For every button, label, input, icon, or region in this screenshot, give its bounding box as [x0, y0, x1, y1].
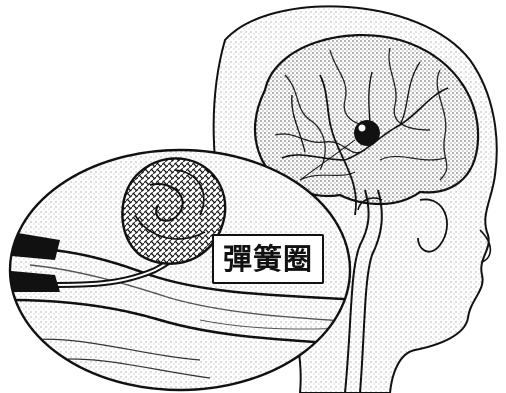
coil-label: 彈簧圈: [223, 245, 313, 274]
coil-mesh-icon: [122, 158, 225, 263]
coil-label-box: 彈簧圈: [212, 234, 324, 284]
aneurysm-icon: [354, 120, 380, 146]
